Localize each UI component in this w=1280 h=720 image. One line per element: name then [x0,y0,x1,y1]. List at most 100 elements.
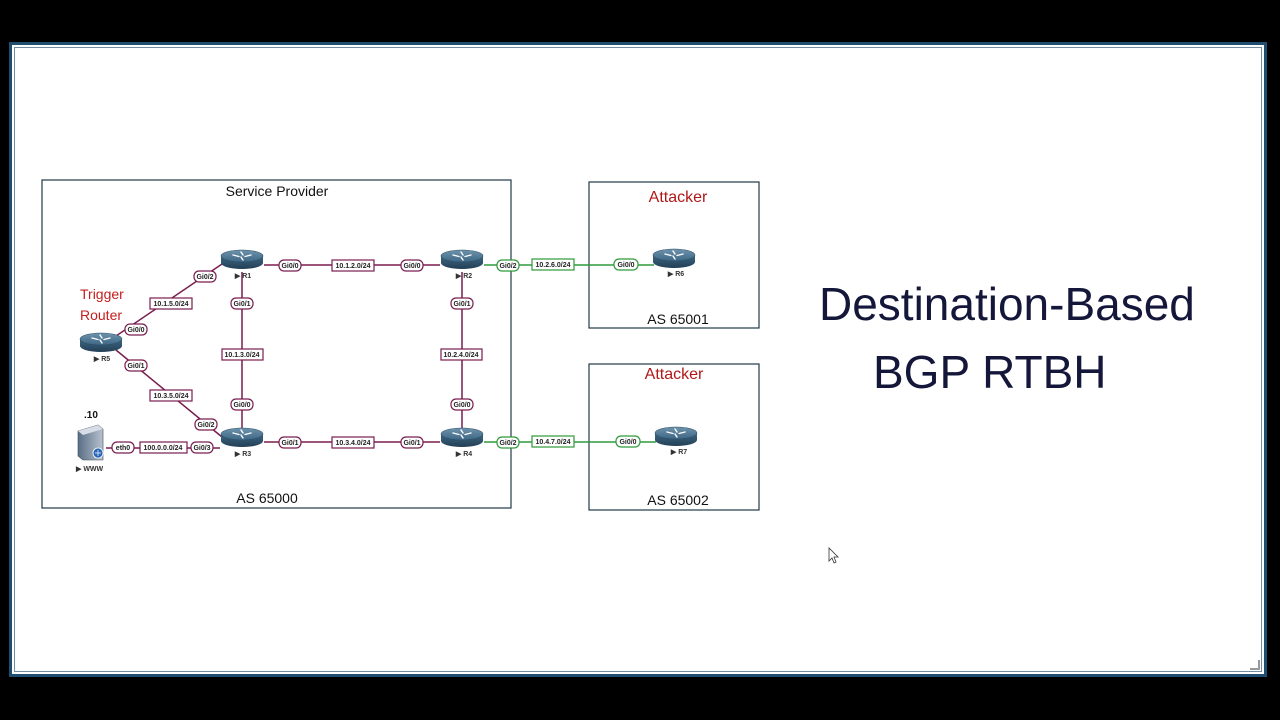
router-icon [440,249,484,270]
svg-text:10.1.5.0/24: 10.1.5.0/24 [153,301,188,308]
mouse-cursor-icon [828,547,839,564]
attacker-1-as-label: AS 65001 [647,311,709,327]
server-www[interactable]: .10 ▶ WWW [75,410,104,473]
attacker-box-2: Attacker AS 65002 [588,363,760,511]
svg-text:Gi0/2: Gi0/2 [499,263,516,270]
router-icon [652,248,696,269]
slide-inner-border [14,47,1262,672]
svg-text:Gi0/0: Gi0/0 [403,263,420,270]
r3-label: ▶ R3 [234,451,251,458]
external-interface-labels: Gi0/2 Gi0/0 Gi0/2 Gi0/0 [496,258,641,449]
router-r2[interactable]: ▶ R2 [440,249,484,280]
if-r1-to-r5: Gi0/2 [193,270,217,283]
if-r1-to-r3: Gi0/1 [230,297,254,310]
r7-label: ▶ R7 [670,449,687,456]
if-r4-to-r7: Gi0/2 [496,436,520,449]
router-r6[interactable]: ▶ R6 [652,248,696,278]
service-provider-title: Service Provider [226,183,329,199]
attacker-1-title: Attacker [649,189,708,206]
router-icon [220,427,264,448]
svg-text:Gi0/1: Gi0/1 [127,363,144,370]
if-r5-to-r1: Gi0/0 [124,323,148,336]
if-r5-to-r3: Gi0/1 [124,359,148,372]
provider-as-label: AS 65000 [236,490,298,506]
if-r2-to-r1: Gi0/0 [400,259,424,272]
attacker-box-1: Attacker AS 65001 [588,181,760,329]
slide-frame [9,42,1267,677]
attacker-2-title: Attacker [645,366,704,383]
subnet-labels: 10.1.2.0/24 10.3.4.0/24 10.1.3.0/24 10.2… [139,259,483,454]
svg-text:10.3.5.0/24: 10.3.5.0/24 [153,393,188,400]
svg-text:Gi0/1: Gi0/1 [453,301,470,308]
svg-text:Gi0/0: Gi0/0 [281,263,298,270]
svg-text:Gi0/0: Gi0/0 [233,402,250,409]
svg-text:10.4.7.0/24: 10.4.7.0/24 [535,439,570,446]
if-r6-to-r2: Gi0/0 [613,258,639,271]
svg-text:10.2.6.0/24: 10.2.6.0/24 [535,262,570,269]
trigger-line-1: Trigger [80,286,124,302]
svg-text:10.1.2.0/24: 10.1.2.0/24 [335,263,370,270]
r5-label: ▶ R5 [93,356,110,363]
r2-label: ▶ R2 [455,273,472,280]
svg-text:Gi0/0: Gi0/0 [617,262,634,269]
router-r7[interactable]: ▶ R7 [654,426,698,456]
svg-text:Gi0/2: Gi0/2 [196,274,213,281]
server-ip-label: .10 [84,410,98,421]
service-provider-box: Service Provider AS 65000 [41,179,512,509]
subnet-r1-r5: 10.1.5.0/24 [149,297,193,310]
router-icon [79,332,123,353]
if-r2-to-r6: Gi0/2 [496,259,520,272]
svg-text:eth0: eth0 [116,445,131,452]
r4-label: ▶ R4 [455,451,472,458]
svg-text:100.0.0.0/24: 100.0.0.0/24 [144,445,183,452]
svg-text:Gi0/1: Gi0/1 [403,440,420,447]
svg-text:Gi0/1: Gi0/1 [233,301,250,308]
if-r3-to-r5: Gi0/2 [194,418,218,431]
subnet-r1-r2: 10.1.2.0/24 [331,259,375,272]
if-www-to-r3: eth0 [111,441,135,454]
trigger-line-2: Router [80,307,122,323]
if-r2-to-r4: Gi0/1 [450,297,474,310]
svg-text:Gi0/0: Gi0/0 [127,327,144,334]
subnet-www-r3: 100.0.0.0/24 [139,441,188,454]
subnet-r2-r6: 10.2.6.0/24 [531,258,575,271]
svg-text:Gi0/2: Gi0/2 [499,440,516,447]
if-r4-to-r3: Gi0/1 [400,436,424,449]
if-r1-to-r2: Gi0/0 [278,259,302,272]
interface-labels: Gi0/0 Gi0/0 Gi0/2 Gi0/1 Gi0/0 Gi0/1 Gi0/… [111,259,474,454]
svg-text:Gi0/3: Gi0/3 [193,445,210,452]
if-r4-to-r2: Gi0/0 [450,398,474,411]
router-r4[interactable]: ▶ R4 [440,427,484,458]
r6-label: ▶ R6 [667,271,684,278]
slide-title-line-2: BGP RTBH [873,346,1107,398]
trigger-router-label: Trigger Router [80,286,124,323]
attacker-2-as-label: AS 65002 [647,492,709,508]
router-r5[interactable]: ▶ R5 [79,332,123,363]
router-r1[interactable]: ▶ R1 [220,249,264,280]
svg-text:10.1.3.0/24: 10.1.3.0/24 [224,352,259,359]
router-icon [654,426,698,447]
subnet-r4-r7: 10.4.7.0/24 [531,435,575,448]
server-name-label: ▶ WWW [75,466,104,473]
if-r3-to-r4: Gi0/1 [278,436,302,449]
svg-text:10.2.4.0/24: 10.2.4.0/24 [443,352,478,359]
router-r3[interactable]: ▶ R3 [220,427,264,458]
server-icon [77,424,104,461]
router-icon [440,427,484,448]
r1-label: ▶ R1 [234,273,251,280]
svg-text:Gi0/0: Gi0/0 [619,439,636,446]
svg-text:10.3.4.0/24: 10.3.4.0/24 [335,440,370,447]
router-icon [220,249,264,270]
internal-links [106,263,463,449]
svg-text:Gi0/2: Gi0/2 [197,422,214,429]
subnet-r3-r5: 10.3.5.0/24 [149,389,193,402]
slide-title-line-1: Destination-Based [819,278,1195,330]
external-links [484,264,656,443]
svg-text:Gi0/0: Gi0/0 [453,402,470,409]
subnet-r3-r4: 10.3.4.0/24 [331,436,375,449]
subnet-r1-r3: 10.1.3.0/24 [221,348,264,361]
resize-grip-icon[interactable] [1250,660,1260,670]
if-r3-to-r1: Gi0/0 [230,398,254,411]
svg-text:Gi0/1: Gi0/1 [281,440,298,447]
